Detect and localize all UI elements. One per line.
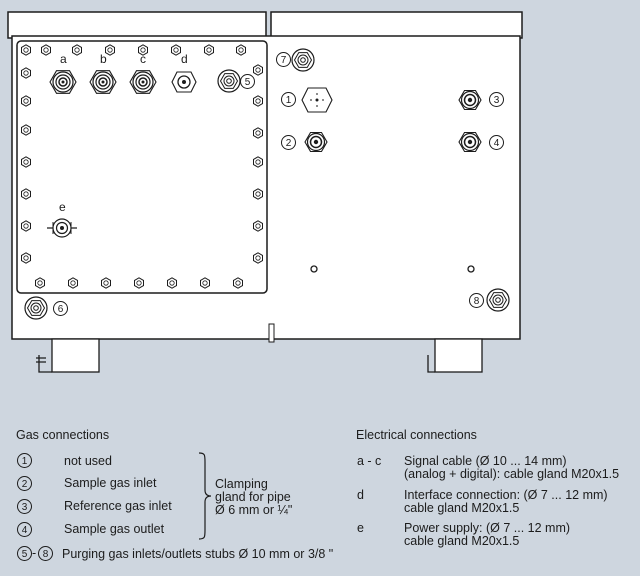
- legend-marker-5: 5: [17, 546, 32, 561]
- center-slot: [268, 323, 275, 343]
- electrical-a-c-line1: Signal cable (Ø 10 ... 14 mm): [404, 454, 567, 468]
- gas-item-2: Sample gas inlet: [64, 476, 157, 490]
- electrical-key-a-c: a - c: [357, 454, 382, 468]
- gas-item-3: Reference gas inlet: [64, 499, 172, 513]
- legend-marker-1: 1: [17, 453, 32, 468]
- electrical-d-line2: cable gland M20x1.5: [404, 501, 520, 515]
- clamp-line-3: Ø 6 mm or ¼": [215, 503, 293, 517]
- legend-marker-3: 3: [17, 499, 32, 514]
- letter-e: e: [59, 200, 66, 214]
- stub-7: [291, 48, 315, 72]
- electrical-key-d: d: [357, 488, 364, 502]
- marker-4: 4: [489, 135, 504, 150]
- marker-7: 7: [276, 52, 291, 67]
- housing-lid-right: [270, 11, 523, 39]
- legend-marker-8: 8: [38, 546, 53, 561]
- connection-3: [458, 89, 482, 111]
- stub-8: [486, 288, 510, 312]
- clamp-line-1: Clamping: [215, 477, 268, 491]
- electronics-panel: [16, 40, 268, 294]
- electrical-e-line1: Power supply: (Ø 7 ... 12 mm): [404, 521, 571, 535]
- connection-4: [458, 131, 482, 153]
- gas-item-1: not used: [64, 454, 112, 468]
- connection-2: [304, 131, 328, 153]
- gas-item-4: Sample gas outlet: [64, 522, 165, 536]
- analyzer-drawing: [7, 11, 523, 373]
- purge-text: Purging gas inlets/outlets stubs Ø 10 mm…: [62, 547, 334, 561]
- marker-5: 5: [240, 74, 255, 89]
- stub-5: [217, 69, 241, 93]
- connection-1: [301, 87, 333, 113]
- mounting-hole: [310, 265, 318, 273]
- marker-2: 2: [281, 135, 296, 150]
- cable-gland-d: [171, 71, 197, 93]
- legend-marker-2: 2: [17, 476, 32, 491]
- mounting-hole: [467, 265, 475, 273]
- electrical-d-line1: Interface connection: (Ø 7 ... 12 mm): [404, 488, 608, 502]
- letter-a: a: [60, 52, 67, 66]
- electrical-e-line2: cable gland M20x1.5: [404, 534, 520, 548]
- marker-3: 3: [489, 92, 504, 107]
- cable-gland-e: [47, 218, 77, 238]
- gas-legend-title: Gas connections: [16, 428, 110, 442]
- left-foot: [36, 338, 100, 373]
- housing-lid-left: [7, 11, 267, 39]
- right-foot: [427, 338, 483, 373]
- marker-8: 8: [469, 293, 484, 308]
- clamp-line-2: gland for pipe: [215, 490, 291, 504]
- marker-6: 6: [53, 301, 68, 316]
- electrical-a-c-line2: (analog + digital): cable gland M20x1.5: [404, 467, 620, 481]
- letter-b: b: [100, 52, 107, 66]
- clamping-brace: [198, 452, 212, 540]
- electrical-key-e: e: [357, 521, 364, 535]
- letter-c: c: [140, 52, 146, 66]
- electrical-legend-title: Electrical connections: [356, 428, 477, 442]
- purge-separator: -: [32, 546, 37, 560]
- stub-6: [24, 296, 48, 320]
- letter-d: d: [181, 52, 188, 66]
- marker-1: 1: [281, 92, 296, 107]
- legend-marker-4: 4: [17, 522, 32, 537]
